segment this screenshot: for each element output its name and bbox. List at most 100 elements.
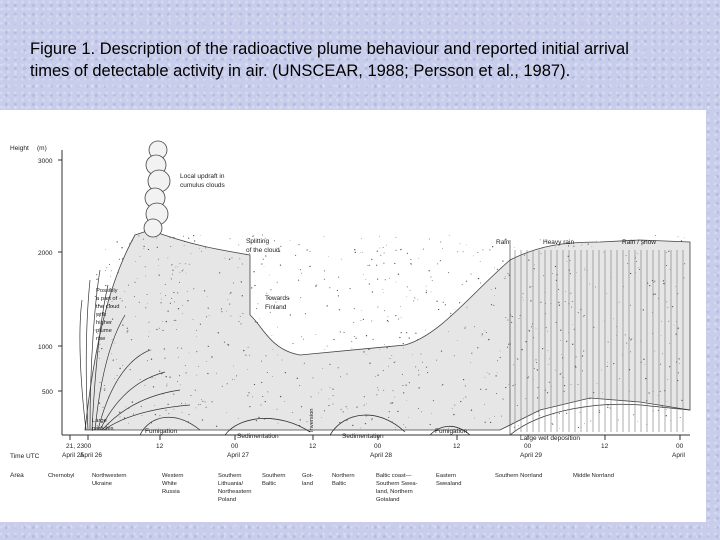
stipple-dot: [570, 293, 571, 294]
stipple-dot: [178, 308, 179, 309]
stipple-dot: [465, 396, 466, 397]
stipple-dot: [132, 240, 133, 241]
stipple-dot: [257, 322, 258, 323]
stipple-dot: [592, 246, 593, 247]
stipple-dot: [667, 307, 668, 308]
note-towards-1: Towards: [265, 295, 290, 302]
stipple-dot: [465, 385, 466, 386]
stipple-dot: [629, 391, 630, 392]
stipple-dot: [589, 398, 590, 399]
stipple-dot: [249, 406, 250, 407]
stipple-dot: [297, 378, 298, 379]
stipple-dot: [547, 350, 548, 351]
stipple-dot: [426, 367, 427, 368]
stipple-dot: [193, 235, 194, 236]
stipple-dot: [171, 278, 172, 279]
stipple-dot: [285, 372, 286, 373]
stipple-dot: [537, 369, 538, 370]
stipple-dot: [547, 331, 548, 332]
stipple-dot: [177, 381, 178, 382]
stipple-dot: [232, 258, 233, 259]
stipple-dot: [299, 385, 300, 386]
stipple-dot: [395, 429, 396, 430]
stipple-dot: [174, 320, 175, 321]
stipple-dot: [474, 326, 475, 327]
stipple-dot: [572, 324, 573, 325]
stipple-dot: [135, 316, 136, 317]
stipple-dot: [133, 413, 134, 414]
stipple-dot: [205, 401, 206, 402]
stipple-dot: [173, 394, 174, 395]
stipple-dot: [668, 251, 669, 252]
area-label-line: Swealand: [436, 481, 461, 487]
stipple-dot: [132, 401, 133, 402]
stipple-dot: [252, 396, 253, 397]
note-sedimentation-1: Sedimentation: [237, 433, 279, 440]
time-label: Time UTC: [10, 453, 40, 460]
stipple-dot: [383, 247, 384, 248]
stipple-dot: [207, 373, 208, 374]
stipple-dot: [485, 422, 486, 423]
stipple-dot: [262, 235, 263, 236]
stipple-dot: [681, 240, 682, 241]
stipple-dot: [679, 363, 680, 364]
stipple-dot: [120, 298, 121, 299]
stipple-dot: [459, 302, 460, 303]
time-tick-hour: 12: [309, 443, 317, 450]
stipple-dot: [448, 331, 449, 332]
stipple-dot: [149, 322, 150, 323]
note-heavy-rain: Heavy rain: [543, 239, 574, 246]
stipple-dot: [607, 407, 608, 408]
stipple-dot: [566, 413, 567, 414]
stipple-dot: [429, 270, 430, 271]
stipple-dot: [552, 273, 553, 274]
stipple-dot: [262, 396, 263, 397]
stipple-dot: [583, 316, 584, 317]
stipple-dot: [660, 364, 661, 365]
stipple-dot: [677, 293, 678, 294]
figure-caption: Figure 1. Description of the radioactive…: [30, 38, 700, 82]
stipple-dot: [395, 315, 396, 316]
stipple-dot: [378, 390, 379, 391]
stipple-dot: [442, 385, 443, 386]
time-tick-date: April 26: [80, 452, 102, 459]
stipple-dot: [122, 300, 123, 301]
note-rain: Rain: [496, 239, 510, 246]
stipple-dot: [164, 358, 165, 359]
stipple-dot: [119, 259, 120, 260]
stipple-dot: [179, 282, 180, 283]
stipple-dot: [329, 287, 330, 288]
stipple-dot: [270, 289, 271, 290]
stipple-dot: [339, 309, 340, 310]
stipple-dot: [630, 273, 631, 274]
stipple-dot: [666, 252, 667, 253]
stipple-dot: [388, 316, 389, 317]
stipple-dot: [135, 261, 136, 262]
stipple-dot: [625, 334, 626, 335]
stipple-dot: [553, 414, 554, 415]
stipple-dot: [189, 264, 190, 265]
stipple-dot: [669, 343, 670, 344]
stipple-dot: [227, 344, 228, 345]
stipple-dot: [385, 279, 386, 280]
stipple-dot: [463, 398, 464, 399]
stipple-dot: [406, 429, 407, 430]
stipple-dot: [407, 286, 408, 287]
stipple-dot: [596, 241, 597, 242]
stipple-dot: [239, 258, 240, 259]
stipple-dot: [660, 391, 661, 392]
stipple-dot: [233, 283, 234, 284]
stipple-dot: [179, 375, 180, 376]
stipple-dot: [104, 388, 105, 389]
stipple-dot: [589, 284, 590, 285]
stipple-dot: [394, 397, 395, 398]
stipple-dot: [410, 290, 411, 291]
stipple-dot: [256, 308, 257, 309]
stipple-dot: [363, 274, 364, 275]
stipple-dot: [561, 354, 562, 355]
stipple-dot: [292, 343, 293, 344]
stipple-dot: [149, 331, 150, 332]
stipple-dot: [684, 263, 685, 264]
stipple-dot: [196, 351, 197, 352]
stipple-dot: [127, 330, 128, 331]
